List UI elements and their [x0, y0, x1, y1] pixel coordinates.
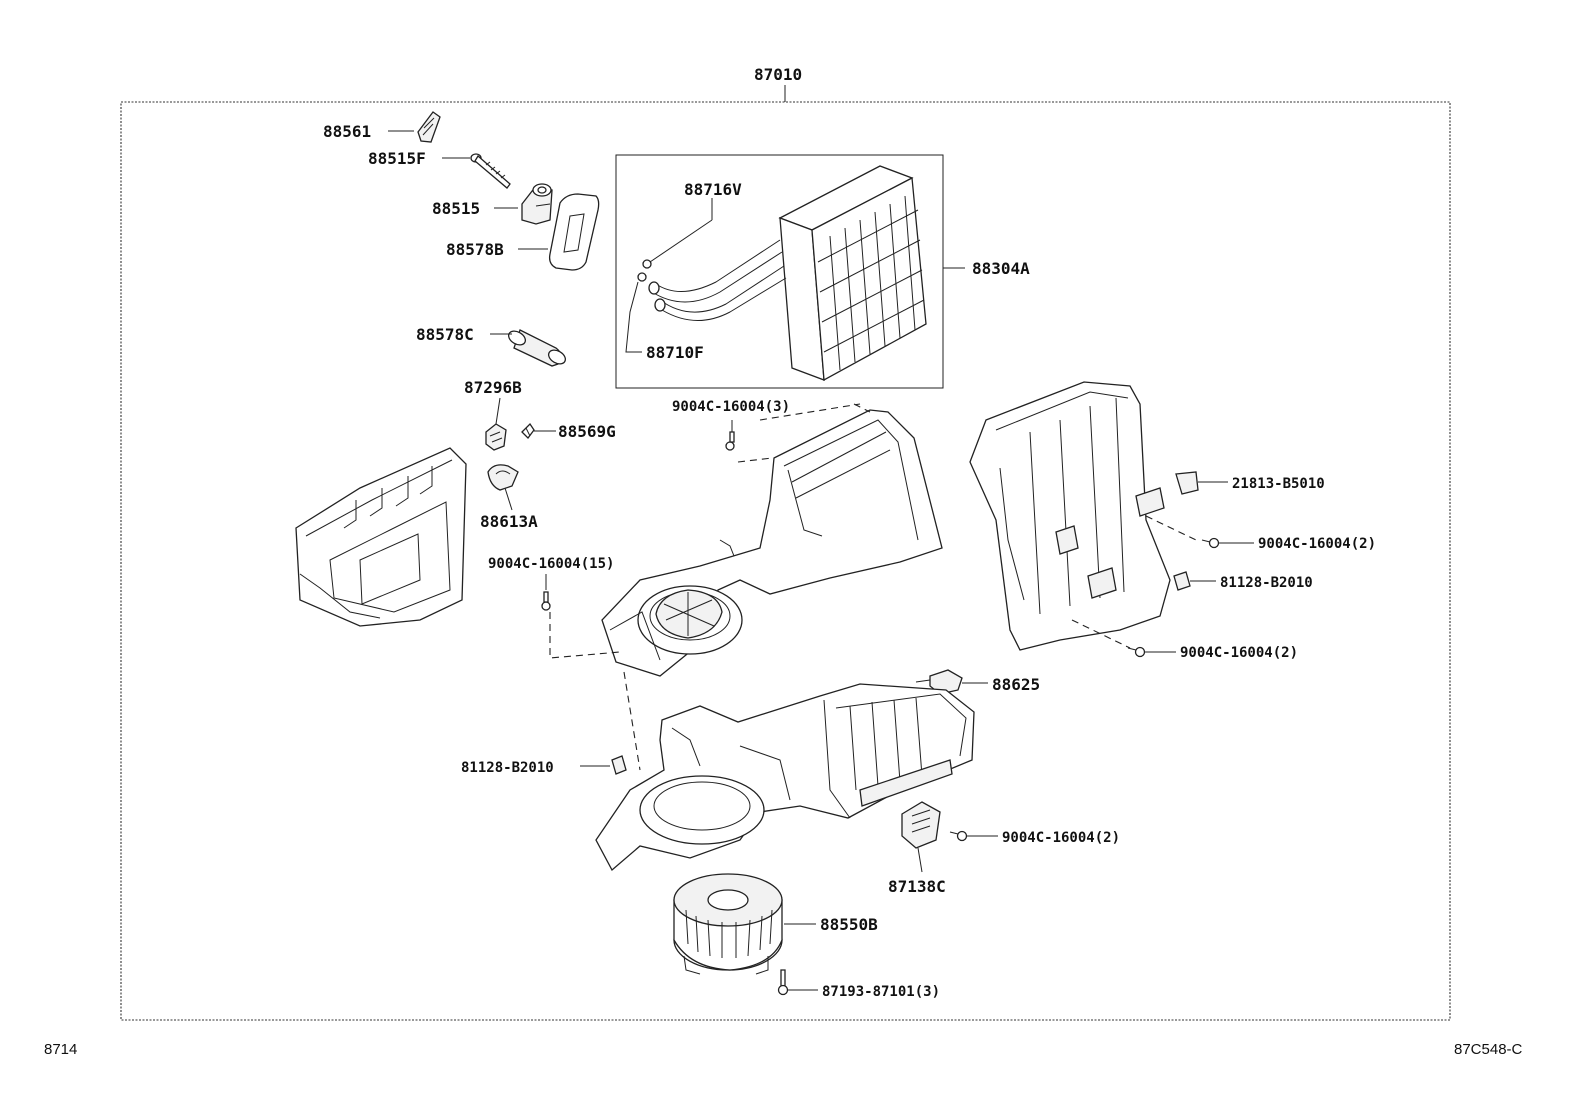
page-code-left: 8714	[44, 1041, 77, 1058]
expansion-valve-88515-icon	[521, 183, 553, 225]
label-88578B[interactable]: 88578B	[446, 240, 504, 259]
blower-motor-icon	[673, 873, 783, 975]
screw-9004C-top-icon	[725, 431, 735, 451]
label-88304A[interactable]: 88304A	[972, 259, 1030, 278]
label-87138C[interactable]: 87138C	[888, 877, 946, 896]
label-88625[interactable]: 88625	[992, 675, 1040, 694]
label-81128-B2010-a[interactable]: 81128-B2010	[1220, 575, 1313, 591]
clip-21813-icon	[1175, 471, 1199, 495]
label-88710F[interactable]: 88710F	[646, 343, 704, 362]
heater-unit-housing-left-icon	[295, 447, 467, 627]
clip-88625-icon	[915, 669, 963, 695]
evaporator-pipes-icon	[637, 239, 787, 321]
label-9004C-16004-2a[interactable]: 9004C-16004(2)	[1258, 536, 1376, 552]
label-9004C-16004-3[interactable]: 9004C-16004(3)	[672, 399, 790, 415]
label-88550B[interactable]: 88550B	[820, 915, 878, 934]
gasket-88578B-icon	[548, 193, 600, 271]
label-88561[interactable]: 88561	[323, 122, 371, 141]
insulator-88578C-icon	[507, 329, 567, 367]
label-9004C-16004-15[interactable]: 9004C-16004(15)	[488, 556, 614, 572]
clip-81128-right-icon	[1173, 571, 1191, 591]
evaporator-core-icon	[778, 165, 927, 382]
evaporator-group-box	[615, 154, 944, 389]
screw-9004C-right-a-icon	[1201, 537, 1220, 549]
label-88515[interactable]: 88515	[432, 199, 480, 218]
label-88716V[interactable]: 88716V	[684, 180, 742, 199]
heater-unit-housing-right-icon	[969, 381, 1171, 651]
label-87296B[interactable]: 87296B	[464, 378, 522, 397]
resistor-87138C-icon	[901, 801, 941, 849]
clip-88613A-icon	[487, 464, 519, 491]
label-88578C[interactable]: 88578C	[416, 325, 474, 344]
heater-unit-housing-upper-icon	[601, 409, 943, 677]
label-9004C-16004-2b[interactable]: 9004C-16004(2)	[1180, 645, 1298, 661]
label-88515F[interactable]: 88515F	[368, 149, 426, 168]
screw-9004C-lower-icon	[949, 830, 968, 842]
screw-9004C-left-icon	[541, 591, 551, 611]
page-code-right: 87C548-C	[1454, 1041, 1523, 1058]
bolt-88515F-icon	[470, 153, 511, 189]
screw-87193-icon	[777, 969, 789, 996]
label-88569G[interactable]: 88569G	[558, 422, 616, 441]
heater-unit-housing-lower-icon	[595, 683, 975, 872]
assembly-label: 87010	[754, 65, 802, 84]
clip-81128-left-icon	[611, 755, 627, 775]
bracket-88561-icon	[417, 111, 441, 143]
label-88613A[interactable]: 88613A	[480, 512, 538, 531]
label-87193-87101-3[interactable]: 87193-87101(3)	[822, 984, 940, 1000]
clip-88569G-icon	[521, 422, 535, 439]
screw-9004C-right-b-icon	[1127, 646, 1146, 658]
label-21813-B5010[interactable]: 21813-B5010	[1232, 476, 1325, 492]
label-9004C-16004-2c[interactable]: 9004C-16004(2)	[1002, 830, 1120, 846]
clip-87296B-icon	[485, 423, 507, 451]
label-81128-B2010-b[interactable]: 81128-B2010	[461, 760, 554, 776]
